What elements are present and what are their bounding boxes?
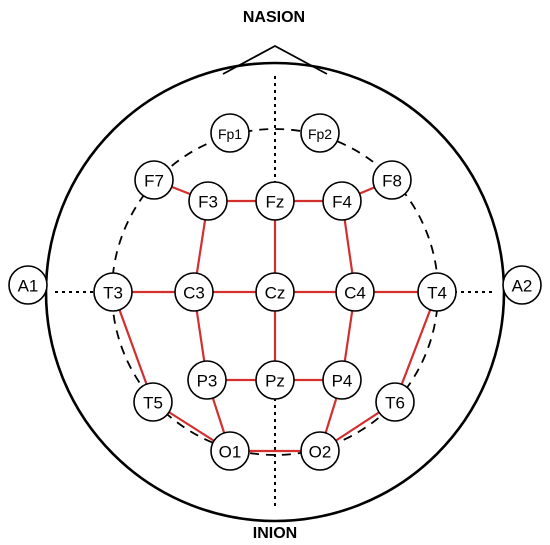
electrode-f3-circle <box>188 181 228 221</box>
electrode-t5: T5 <box>133 382 173 422</box>
electrode-c3: C3 <box>174 272 214 312</box>
electrode-pz: Pz <box>255 360 295 400</box>
electrode-fz-label: Fz <box>266 193 285 212</box>
electrode-a1: A1 <box>8 265 48 305</box>
electrode-t6-circle <box>375 382 415 422</box>
electrode-o1-circle <box>210 431 250 471</box>
electrode-f7-circle <box>134 160 174 200</box>
electrode-f8-circle <box>372 160 412 200</box>
electrode-a1-label: A1 <box>18 277 39 296</box>
electrode-p3: P3 <box>187 360 227 400</box>
electrode-o2-label: O2 <box>309 443 332 462</box>
electrode-c4-circle <box>335 272 375 312</box>
electrode-t4-label: T4 <box>427 284 447 303</box>
electrode-f4-label: F4 <box>332 193 352 212</box>
electrode-fp1-circle <box>210 113 250 153</box>
electrode-t5-label: T5 <box>143 394 163 413</box>
electrode-fz: Fz <box>255 181 295 221</box>
electrode-a2: A2 <box>502 265 542 305</box>
electrode-f7-label: F7 <box>144 172 164 191</box>
electrode-c3-circle <box>174 272 214 312</box>
electrode-p4: P4 <box>322 360 362 400</box>
electrode-p4-circle <box>322 360 362 400</box>
electrode-fz-circle <box>255 181 295 221</box>
electrode-t4-circle <box>417 272 457 312</box>
electrode-t6: T6 <box>375 382 415 422</box>
electrode-p3-label: P3 <box>197 372 218 391</box>
electrode-f3: F3 <box>188 181 228 221</box>
electrode-a2-label: A2 <box>512 277 533 296</box>
electrode-t3: T3 <box>93 272 133 312</box>
electrode-a2-circle <box>502 265 542 305</box>
electrode-o1-label: O1 <box>219 443 242 462</box>
electrode-f3-label: F3 <box>198 193 218 212</box>
nasion-label: NASION <box>243 9 305 26</box>
electrode-f4: F4 <box>322 181 362 221</box>
electrode-cz: Cz <box>255 272 295 312</box>
nose-marker <box>222 44 328 75</box>
electrode-o2-circle <box>300 431 340 471</box>
electrode-o2: O2 <box>300 431 340 471</box>
electrode-t3-label: T3 <box>103 284 123 303</box>
electrode-t5-circle <box>133 382 173 422</box>
electrode-pz-circle <box>255 360 295 400</box>
electrode-f4-circle <box>322 181 362 221</box>
electrode-pz-label: Pz <box>265 372 285 391</box>
electrode-a1-circle <box>8 265 48 305</box>
electrode-p3-circle <box>187 360 227 400</box>
electrode-fp2-circle <box>300 113 340 153</box>
electrode-f8-label: F8 <box>382 172 402 191</box>
electrode-cz-label: Cz <box>265 284 286 303</box>
electrode-t6-label: T6 <box>385 394 405 413</box>
electrode-fp1: Fp1 <box>210 113 250 153</box>
electrode-t3-circle <box>93 272 133 312</box>
electrode-c3-label: C3 <box>183 284 205 303</box>
electrode-fp2-label: Fp2 <box>308 126 332 142</box>
electrode-o1: O1 <box>210 431 250 471</box>
electrode-fp2: Fp2 <box>300 113 340 153</box>
inion-label: INION <box>253 525 297 542</box>
electrode-c4: C4 <box>335 272 375 312</box>
electrode-t4: T4 <box>417 272 457 312</box>
electrode-cz-circle <box>255 272 295 312</box>
electrode-fp1-label: Fp1 <box>218 126 242 142</box>
electrode-f8: F8 <box>372 160 412 200</box>
electrode-c4-label: C4 <box>344 284 366 303</box>
electrode-p4-label: P4 <box>332 372 353 391</box>
electrode-f7: F7 <box>134 160 174 200</box>
